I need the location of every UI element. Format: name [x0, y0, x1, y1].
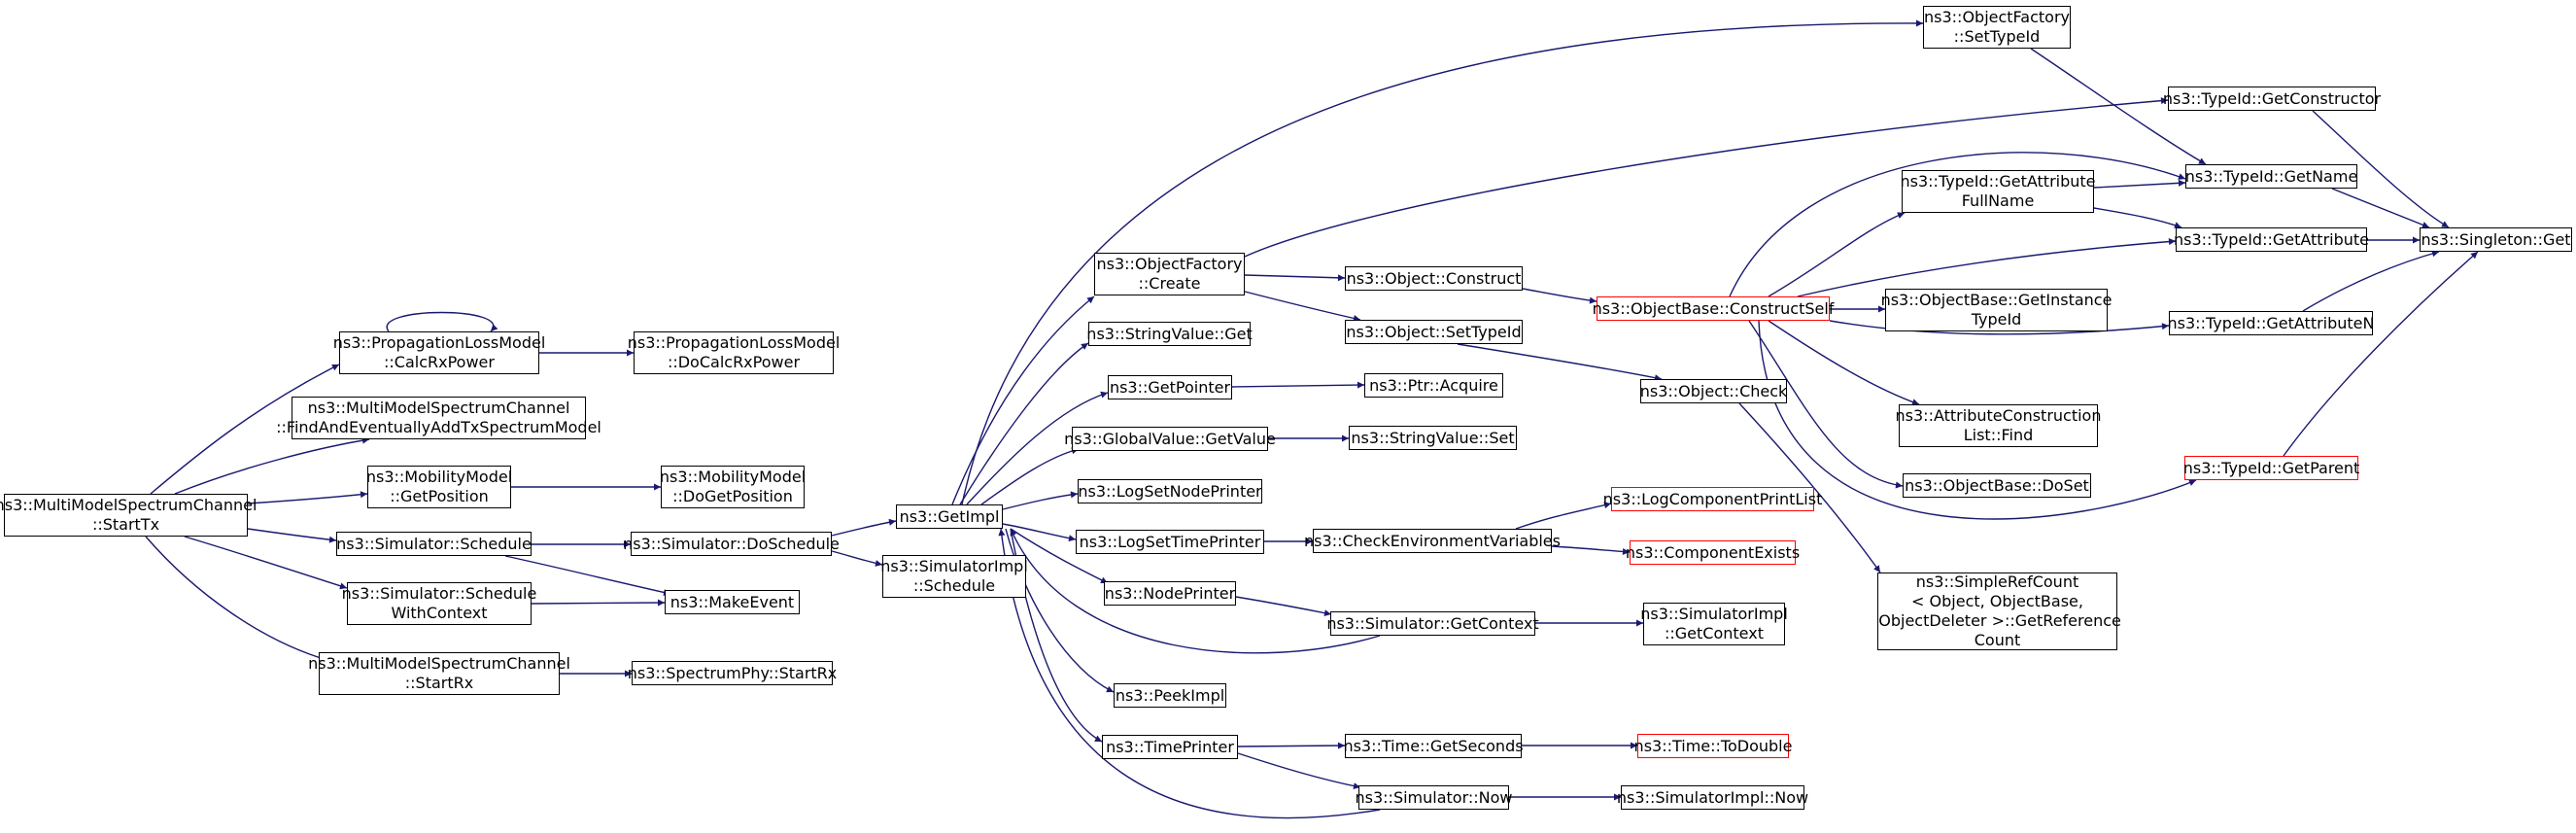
edge-tiggetattrfull-to-tigetattribute: [2093, 207, 2182, 228]
edge-starttx-to-getpos: [247, 491, 368, 504]
node-mobility-dogetposition[interactable]: ns3::MobilityModel ::DoGetPosition: [660, 466, 806, 508]
node-mobility-getposition[interactable]: ns3::MobilityModel ::GetPosition: [366, 466, 512, 508]
edge-constructself-to-tigetparent: [1758, 320, 2197, 520]
edge-objcheck-to-simplerefcount: [1738, 402, 1881, 573]
edge-constructself-to-tigetattributen: [1829, 320, 2170, 335]
node-peekimpl[interactable]: ns3::PeekImpl: [1114, 683, 1226, 708]
node-objectbase-getinstancetypeid[interactable]: ns3::ObjectBase::GetInstance TypeId: [1881, 289, 2112, 331]
edge-doschedule-to-getimpl: [831, 518, 897, 537]
node-simulatorimpl-schedule[interactable]: ns3::SimulatorImpl ::Schedule: [880, 555, 1028, 598]
edge-getimpl-to-logtimeprinter: [1002, 523, 1077, 542]
edge-getpointer-to-ptracquire: [1231, 381, 1365, 389]
node-logcomponentprintlist[interactable]: ns3::LogComponentPrintList: [1603, 487, 1822, 511]
edge-getimpl-to-lognodeprinter: [1002, 491, 1079, 510]
node-stringvalue-get[interactable]: ns3::StringValue::Get: [1086, 322, 1253, 346]
edge-constructself-to-attrconsfind: [1768, 320, 1920, 405]
node-simulator-now[interactable]: ns3::Simulator::Now: [1356, 785, 1513, 810]
node-simulator-doschedule[interactable]: ns3::Simulator::DoSchedule: [623, 532, 840, 556]
edge-constructself-to-tiggetattrfull: [1768, 212, 1906, 297]
edge-starttx-to-schedule: [247, 528, 337, 543]
node-multimodel-starttx[interactable]: ns3::MultiModelSpectrumChannel ::StartTx: [0, 494, 257, 537]
edge-tigetattributen-to-singletonget: [2302, 250, 2440, 312]
edge-tigetconstructor-to-singletonget: [2312, 110, 2450, 228]
edge-objconstruct-to-constructself: [1522, 288, 1597, 304]
node-objectfactory-settypeid[interactable]: ns3::ObjectFactory ::SetTypeId: [1923, 6, 2071, 49]
edge-ofcreate-to-objconstruct: [1244, 274, 1346, 282]
edge-constructself-to-tigetattribute: [1797, 238, 2177, 297]
node-multimodel-findandaddtxspectrummodel[interactable]: ns3::MultiModelSpectrumChannel ::FindAnd…: [276, 397, 601, 439]
node-typeid-getconstructor[interactable]: ns3::TypeId::GetConstructor: [2163, 87, 2381, 111]
node-objectbase-constructself[interactable]: ns3::ObjectBase::ConstructSelf: [1593, 296, 1834, 321]
edge-starttx-to-schedwc: [184, 536, 348, 590]
node-object-settypeid[interactable]: ns3::Object::SetTypeId: [1345, 320, 1523, 344]
node-attributeconstructionlist-find[interactable]: ns3::AttributeConstruction List::Find: [1896, 404, 2101, 447]
node-simulator-schedulewithcontext[interactable]: ns3::Simulator::Schedule WithContext: [342, 582, 536, 625]
edge-simgetcontext-to-getimpl: [1010, 528, 1381, 654]
edge-getimpl-to-nodeprinter: [1010, 528, 1109, 584]
node-globalvalue-getvalue[interactable]: ns3::GlobalValue::GetValue: [1064, 427, 1276, 451]
node-simplerefcount-getreferencecount[interactable]: ns3::SimpleRefCount < Object, ObjectBase…: [1877, 573, 2121, 650]
node-multimodel-startrx[interactable]: ns3::MultiModelSpectrumChannel ::StartRx: [308, 652, 570, 695]
node-timeprinter[interactable]: ns3::TimePrinter: [1102, 735, 1238, 759]
edge-constructself-to-tigetname: [1729, 152, 2186, 297]
node-typeid-getattributefullname[interactable]: ns3::TypeId::GetAttribute FullName: [1901, 170, 2096, 213]
node-componentexists[interactable]: ns3::ComponentExists: [1626, 540, 1800, 565]
node-object-construct[interactable]: ns3::Object::Construct: [1345, 266, 1523, 291]
edge-timeprinter-to-simnow: [1237, 752, 1361, 790]
node-makeevent[interactable]: ns3::MakeEvent: [665, 590, 800, 614]
edge-checkenv-to-compexists: [1551, 545, 1631, 555]
node-logsetnodeprinter[interactable]: ns3::LogSetNodePrinter: [1078, 479, 1262, 503]
node-logsettimeprinter[interactable]: ns3::LogSetTimePrinter: [1076, 530, 1264, 554]
edge-getimpl-to-getpointer: [966, 391, 1109, 505]
node-getpointer[interactable]: ns3::GetPointer: [1108, 375, 1232, 399]
node-objectbase-doset[interactable]: ns3::ObjectBase::DoSet: [1903, 473, 2091, 498]
edge-tiggetattrfull-to-tigetname: [2093, 179, 2186, 189]
edge-schedwc-to-makeevent: [531, 599, 666, 607]
edge-calcrx-to-calcrx: [386, 311, 498, 332]
node-simulator-getcontext[interactable]: ns3::Simulator::GetContext: [1326, 611, 1539, 636]
node-time-getseconds[interactable]: ns3::Time::GetSeconds: [1343, 734, 1524, 758]
node-typeid-getattributen[interactable]: ns3::TypeId::GetAttributeN: [2168, 311, 2375, 335]
node-spectrumphy-startrx[interactable]: ns3::SpectrumPhy::StartRx: [628, 661, 837, 685]
node-simulatorimpl-getcontext[interactable]: ns3::SimulatorImpl ::GetContext: [1640, 603, 1788, 645]
edge-tigetname-to-singletonget: [2331, 188, 2430, 228]
node-typeid-getattribute[interactable]: ns3::TypeId::GetAttribute: [2174, 227, 2369, 252]
node-ptr-acquire[interactable]: ns3::Ptr::Acquire: [1364, 373, 1503, 398]
node-getimpl[interactable]: ns3::GetImpl: [896, 504, 1003, 529]
node-time-todouble[interactable]: ns3::Time::ToDouble: [1634, 734, 1792, 758]
edge-starttx-to-startrx: [145, 536, 331, 663]
edge-starttx-to-findadd: [174, 436, 370, 495]
node-stringvalue-set[interactable]: ns3::StringValue::Set: [1349, 426, 1517, 450]
edge-getimpl-to-ofsettypeid: [961, 19, 1924, 505]
node-propagationloss-docalcrxpower[interactable]: ns3::PropagationLossModel ::DoCalcRxPowe…: [628, 331, 840, 374]
node-simulator-schedule[interactable]: ns3::Simulator::Schedule: [336, 532, 532, 556]
edge-getimpl-to-ofcreate: [951, 295, 1095, 505]
node-checkenvironmentvariables[interactable]: ns3::CheckEnvironmentVariables: [1304, 529, 1561, 553]
edge-starttx-to-calcrx: [150, 364, 340, 495]
node-singleton-get[interactable]: ns3::Singleton::Get: [2420, 227, 2572, 252]
edge-nodeprinter-to-simgetcontext: [1235, 596, 1332, 617]
node-propagationloss-calcrxpower[interactable]: ns3::PropagationLossModel ::CalcRxPower: [333, 331, 545, 374]
edge-constructself-to-obdoset: [1748, 320, 1904, 489]
node-objectfactory-create[interactable]: ns3::ObjectFactory ::Create: [1094, 253, 1245, 295]
edge-ofcreate-to-objsettypeid: [1244, 291, 1361, 322]
edge-tigetparent-to-singletonget: [2283, 251, 2479, 457]
edge-doschedule-to-simimplsched: [831, 550, 883, 567]
node-object-check[interactable]: ns3::Object::Check: [1640, 379, 1787, 403]
node-simulatorimpl-now[interactable]: ns3::SimulatorImpl::Now: [1617, 785, 1808, 810]
edge-checkenv-to-logcompprint: [1515, 502, 1612, 530]
edge-ofsettypeid-to-tigetname: [2030, 48, 2207, 165]
edge-schedule-to-makeevent: [504, 555, 671, 596]
edge-getimpl-to-gvgetvalue: [980, 447, 1080, 505]
node-typeid-getname[interactable]: ns3::TypeId::GetName: [2185, 164, 2357, 189]
edge-objsettypeid-to-objcheck: [1457, 343, 1663, 382]
node-nodeprinter[interactable]: ns3::NodePrinter: [1104, 581, 1236, 606]
node-typeid-getparent[interactable]: ns3::TypeId::GetParent: [2183, 456, 2359, 480]
edge-ofcreate-to-tigetconstructor: [1244, 97, 2169, 258]
edge-getimpl-to-strvalget: [959, 342, 1089, 505]
edge-simnow-to-getimpl: [998, 528, 1381, 819]
